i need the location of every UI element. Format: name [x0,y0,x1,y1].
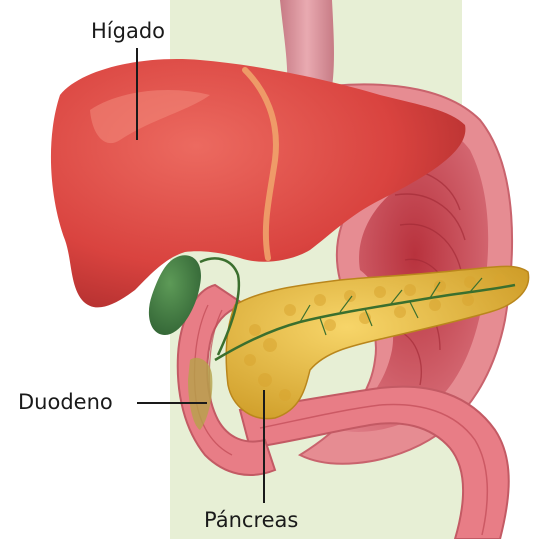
duodenum-label: Duodeno [18,392,113,413]
liver-label: Hígado [91,21,165,42]
pancreas-label: Páncreas [204,510,298,531]
